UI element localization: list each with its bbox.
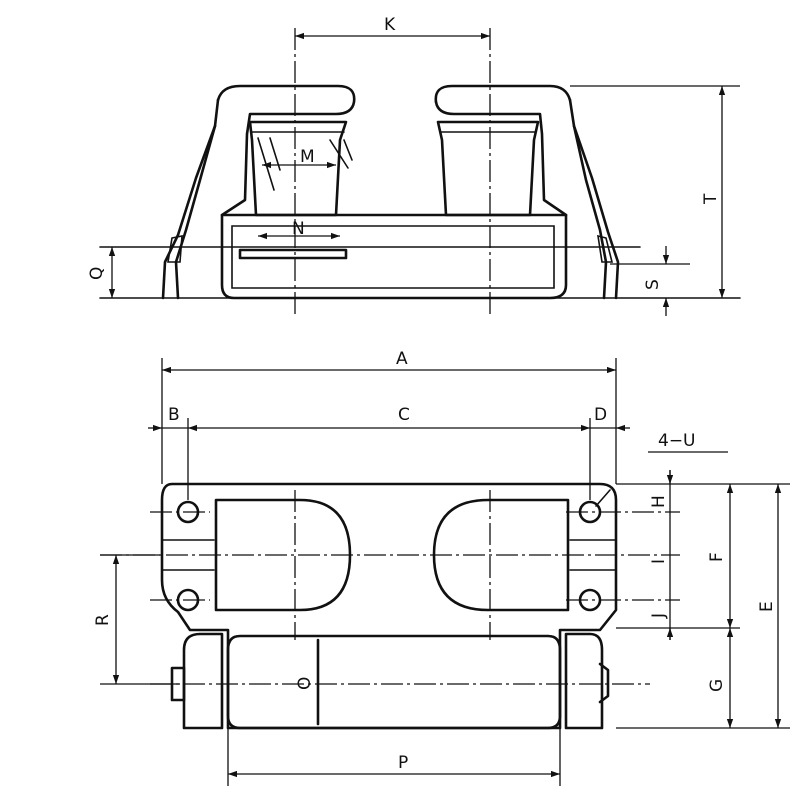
right-lug [597,234,614,263]
dim-t-label: T [701,193,721,205]
dim-s-label: S [643,279,663,290]
left-plate-bands [161,539,215,571]
dim-h-label: H [649,495,669,508]
dim-i-label: I [649,559,669,564]
dim-m-label: M [300,147,315,167]
left-bitt-column [248,120,348,217]
dim-k-label: K [384,15,396,35]
plan-view: O A B C D 4−U R H I J [93,349,790,786]
right-plate-bands [569,539,617,571]
right-roller-nut [598,662,610,704]
right-bitt-cap [434,84,572,104]
left-lug [167,235,183,263]
roller-body [220,213,568,300]
dim-u-label: 4−U [658,431,696,451]
dim-d-label: D [594,405,607,425]
dim-n-label: N [292,219,305,239]
base-plate [160,482,618,730]
dim-e-label: E [757,601,777,612]
left-roller-bracket [182,632,224,730]
dim-r-label: R [93,614,113,626]
left-side-plate-inner [174,124,217,300]
right-bitt-cap-lower [434,100,568,217]
roller-body-inner [231,225,555,289]
dim-a-label: A [396,349,408,369]
front-view: K M N Q S T [87,15,741,318]
dim-g-label: G [707,679,727,692]
right-bitt-column [436,120,540,217]
right-roller-bracket [564,632,604,730]
u-leader [595,489,611,507]
roller-plan [226,634,562,730]
shaft-plate [238,248,348,260]
left-bitt-cap [216,84,356,217]
dim-p-label: P [398,753,408,773]
dim-j-label: J [649,613,669,619]
dim-f-label: F [707,552,727,562]
left-side-plate [161,98,220,300]
right-side-plate [568,98,620,300]
dim-c-label: C [398,405,410,425]
dim-o-label: O [295,677,315,690]
dim-q-label: Q [87,267,107,280]
left-roller-nut [170,666,186,702]
right-side-plate-inner [572,124,608,300]
dim-b-label: B [168,405,180,425]
